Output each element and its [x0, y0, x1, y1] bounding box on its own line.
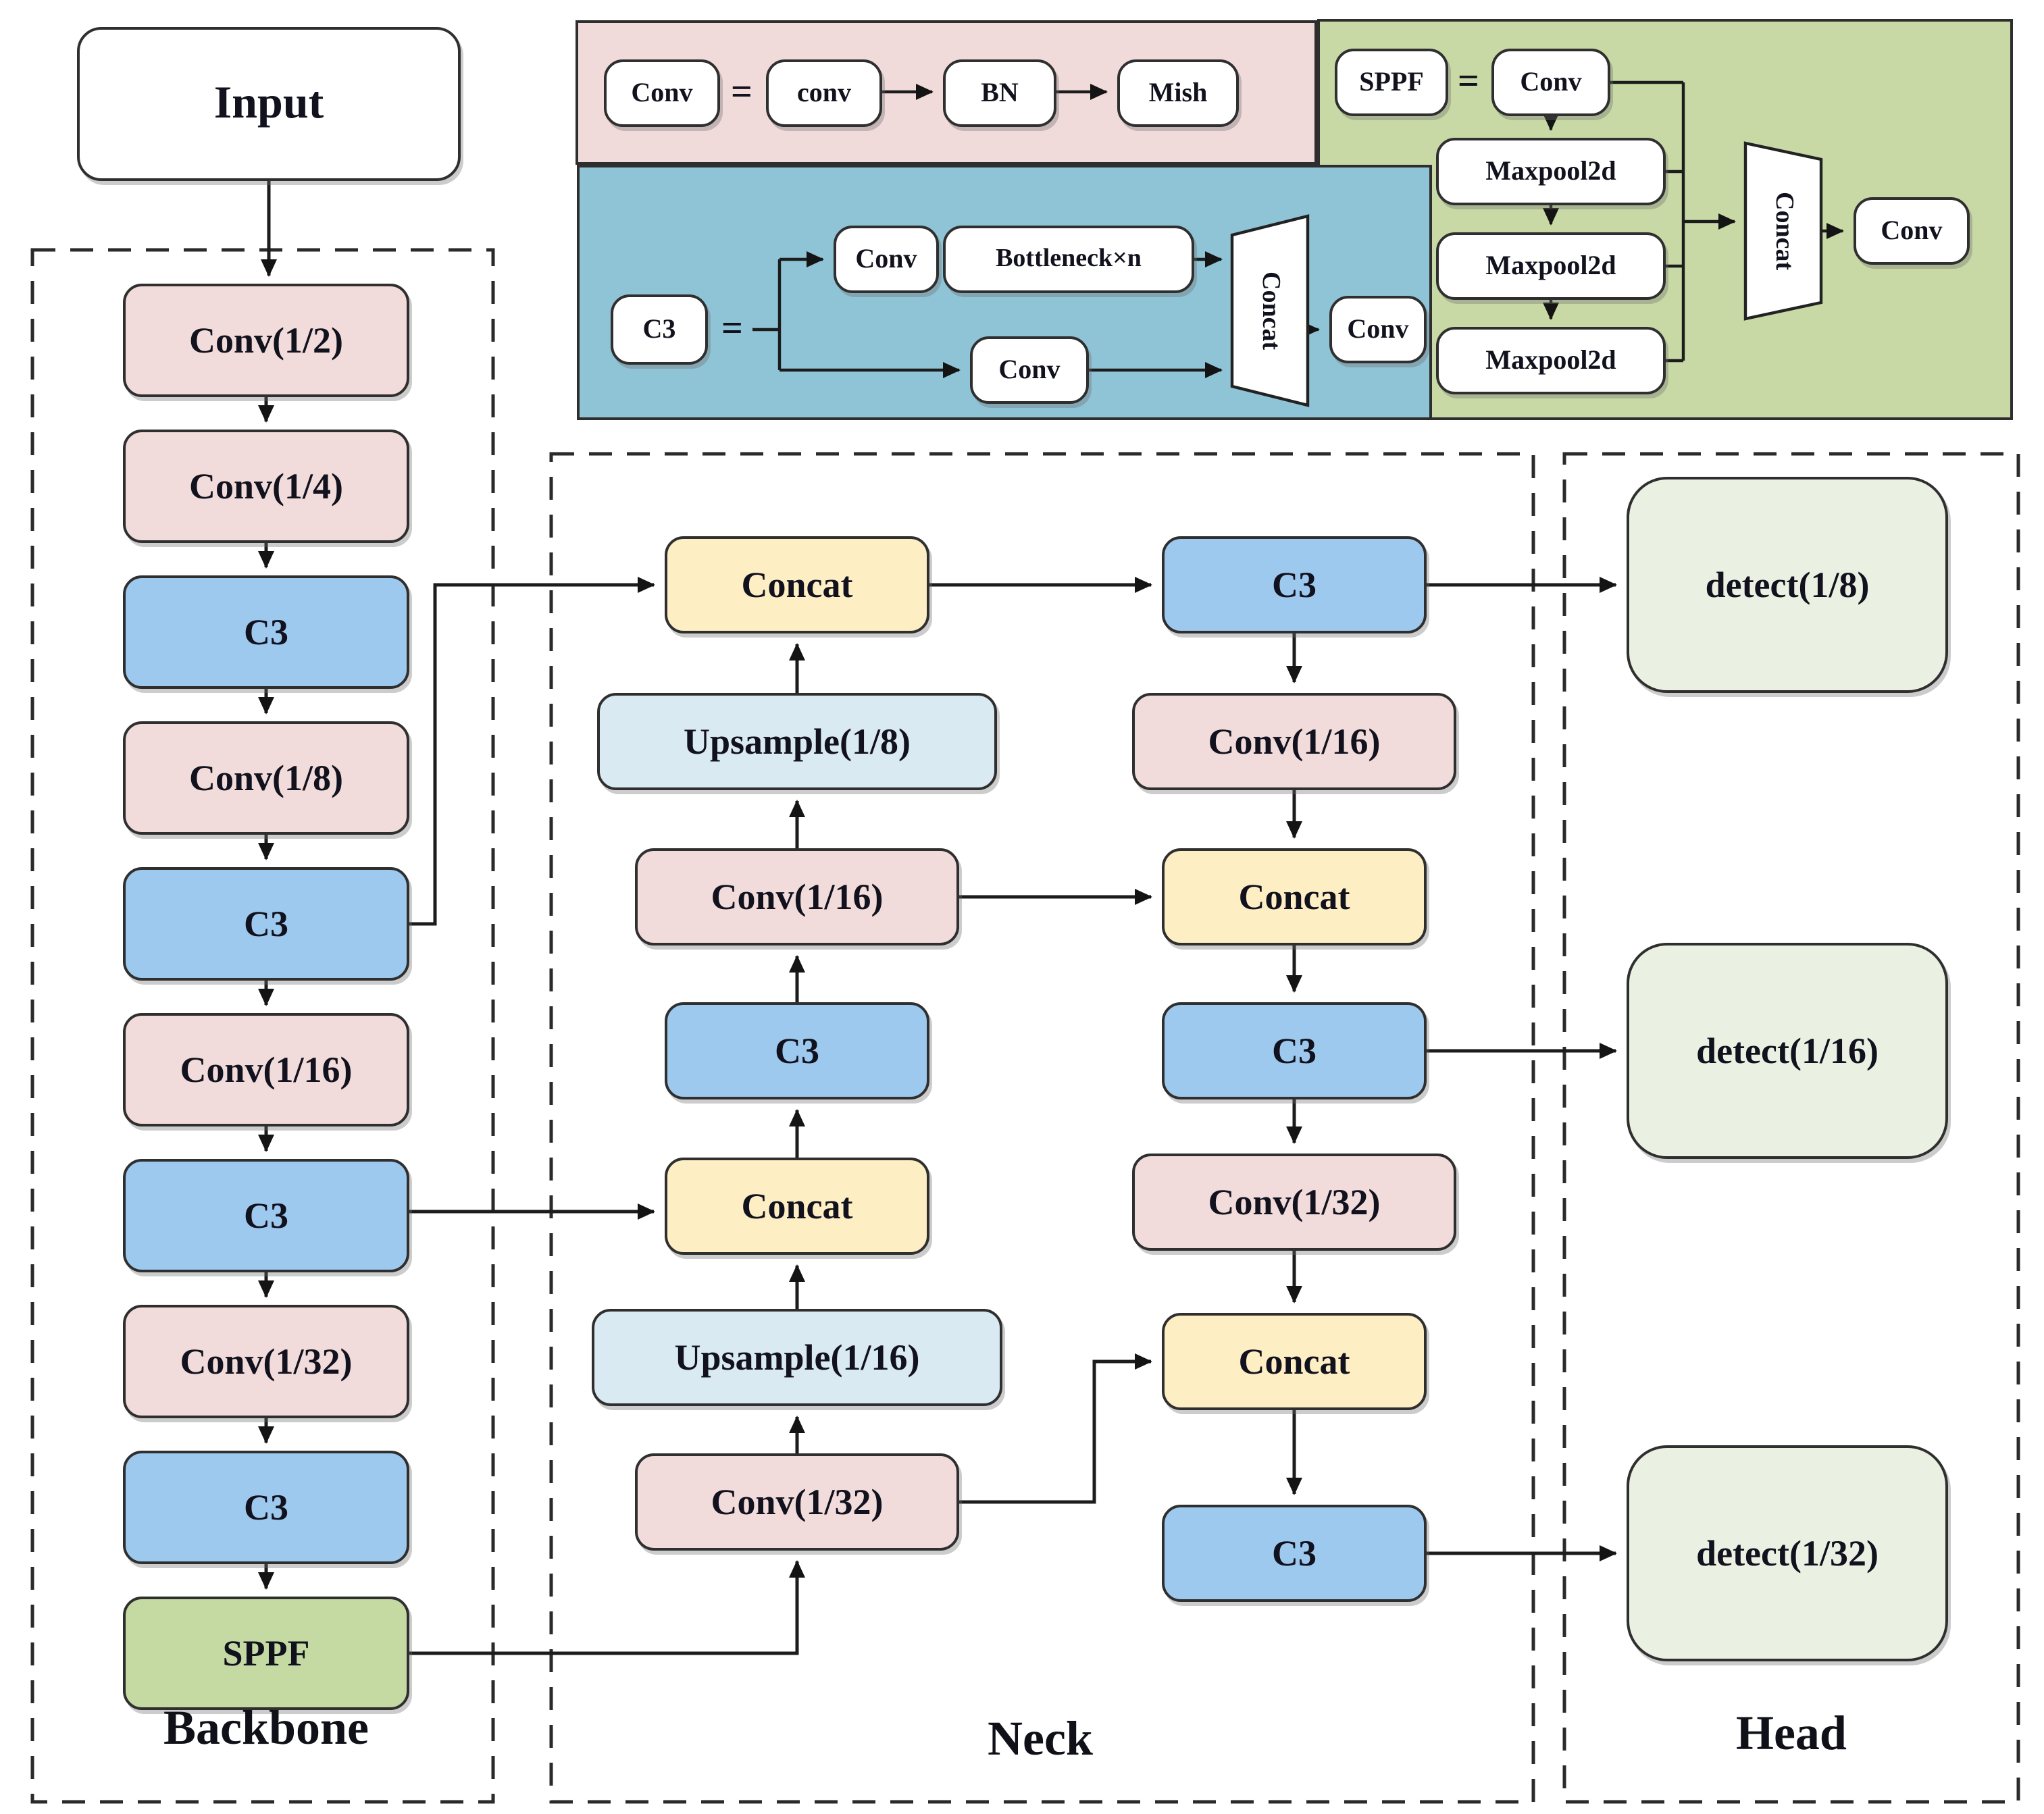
legend-c3-conv-top: Conv [834, 226, 939, 293]
node-neck-upsample-1-16: Upsample(1/16) [592, 1309, 1002, 1406]
node-input: Input [77, 27, 461, 181]
node-neck-c3-r2: C3 [1162, 1002, 1427, 1099]
legend-conv-title: Conv [604, 59, 720, 127]
legend-conv-equals: = [731, 72, 752, 113]
legend-c3-equals: = [721, 308, 743, 350]
node-backbone-sppf: SPPF [123, 1597, 409, 1710]
node-backbone-conv-1-8: Conv(1/8) [123, 721, 409, 835]
node-backbone-conv-1-16: Conv(1/16) [123, 1013, 409, 1126]
legend-sppf-concat-label: Concat [1770, 191, 1798, 271]
node-neck-conv-1-32-left: Conv(1/32) [635, 1453, 959, 1551]
node-neck-conv-1-16-left: Conv(1/16) [635, 848, 959, 945]
legend-c3-concat-label: Concat [1256, 271, 1285, 351]
sppf-concat-shape [1743, 141, 1823, 321]
backbone-region-label: Backbone [163, 1701, 369, 1755]
node-backbone-conv-1-4: Conv(1/4) [123, 430, 409, 543]
legend-c3-conv-bottom: Conv [970, 336, 1089, 404]
node-backbone-c3-3: C3 [123, 1159, 409, 1272]
c3-concat-shape [1230, 214, 1310, 407]
node-backbone-conv-1-32: Conv(1/32) [123, 1305, 409, 1418]
legend-arrows [752, 80, 1844, 378]
node-neck-c3-r1: C3 [1162, 536, 1427, 633]
node-head-detect-1-16: detect(1/16) [1627, 943, 1948, 1159]
node-backbone-c3-1: C3 [123, 575, 409, 689]
node-neck-c3-r3: C3 [1162, 1505, 1427, 1602]
legend-c3-bottleneck: Bottleneck×n [943, 226, 1194, 293]
legend-c3-title: C3 [611, 294, 708, 365]
legend-sppf-title: SPPF [1335, 49, 1448, 116]
node-neck-concat-top: Concat [665, 536, 929, 633]
node-head-detect-1-8: detect(1/8) [1627, 477, 1948, 693]
legend-c3-conv-out: Conv [1329, 296, 1427, 363]
node-backbone-c3-2: C3 [123, 867, 409, 981]
legend-conv-title-label: Conv [631, 78, 693, 107]
node-neck-concat-mid-left: Concat [665, 1158, 929, 1255]
neck-region-label: Neck [988, 1711, 1093, 1765]
node-neck-concat-r2: Concat [1162, 1313, 1427, 1410]
legend-sppf-conv-in: Conv [1491, 49, 1610, 116]
node-neck-conv-1-16-right: Conv(1/16) [1132, 693, 1456, 790]
node-neck-c3-left: C3 [665, 1002, 929, 1099]
legend-sppf-maxpool-1: Maxpool2d [1436, 138, 1666, 205]
diagram-arrows [258, 181, 1617, 1655]
legend-sppf-maxpool-3: Maxpool2d [1436, 327, 1666, 394]
legend-sppf-equals: = [1458, 61, 1479, 103]
legend-sppf-conv-out: Conv [1854, 197, 1970, 265]
node-neck-upsample-1-8: Upsample(1/8) [597, 693, 997, 790]
legend-conv-step-mish: Mish [1117, 59, 1239, 127]
node-backbone-conv-1-2: Conv(1/2) [123, 284, 409, 397]
legend-conv-step-bn: BN [943, 59, 1056, 127]
legend-sppf-maxpool-2: Maxpool2d [1436, 232, 1666, 300]
concat-trapezoids [1230, 141, 1823, 407]
node-head-detect-1-32: detect(1/32) [1627, 1445, 1948, 1661]
region-borders [30, 248, 2020, 1804]
node-neck-concat-r1: Concat [1162, 848, 1427, 945]
node-neck-conv-1-32-right: Conv(1/32) [1132, 1154, 1456, 1251]
legend-conv-step-conv: conv [766, 59, 882, 127]
node-backbone-c3-4: C3 [123, 1451, 409, 1564]
head-region-label: Head [1735, 1706, 1847, 1760]
